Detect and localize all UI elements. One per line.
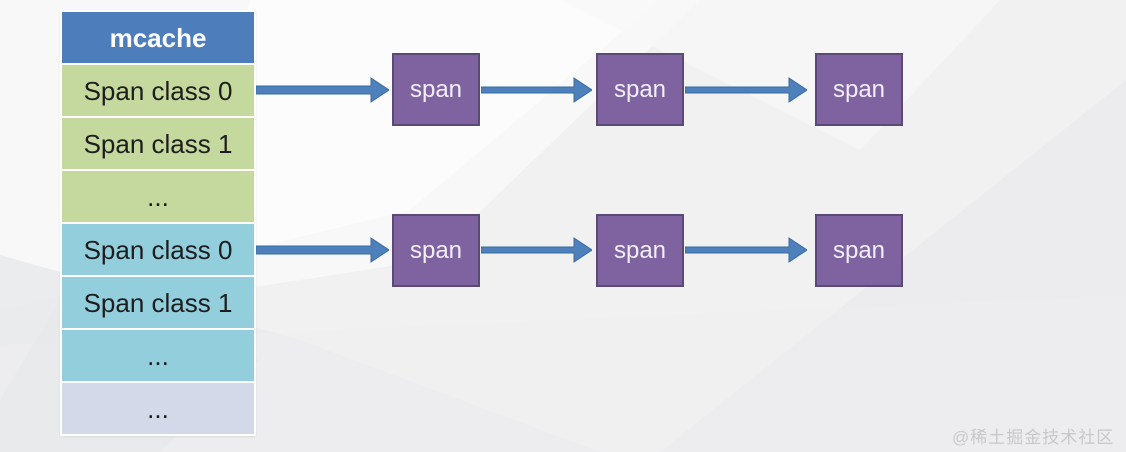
table-row-span-class-1-noscan: Span class 1 <box>62 277 254 328</box>
mcache-table: mcache Span class 0 Span class 1 ... Spa… <box>60 10 256 436</box>
table-row-span-class-1-scan: Span class 1 <box>62 118 254 169</box>
span-node: span <box>596 214 684 287</box>
arrow-right-connector <box>685 237 807 263</box>
span-node: span <box>815 53 903 126</box>
arrow-right-connector <box>256 77 389 103</box>
table-row-span-class-0-scan: Span class 0 <box>62 65 254 116</box>
span-node: span <box>815 214 903 287</box>
table-row-span-class-0-noscan: Span class 0 <box>62 224 254 275</box>
arrow-right-connector <box>481 77 592 103</box>
span-node: span <box>392 214 480 287</box>
mcache-table-header: mcache <box>62 12 254 63</box>
span-node: span <box>392 53 480 126</box>
span-node: span <box>596 53 684 126</box>
table-row-ellipsis-noscan: ... <box>62 330 254 381</box>
arrow-right-connector <box>481 237 592 263</box>
table-row-ellipsis-scan: ... <box>62 171 254 222</box>
arrow-right-connector <box>685 77 807 103</box>
table-row-ellipsis-last: ... <box>62 383 254 434</box>
arrow-right-connector <box>256 237 389 263</box>
watermark: @稀土掘金技术社区 <box>952 428 1115 447</box>
